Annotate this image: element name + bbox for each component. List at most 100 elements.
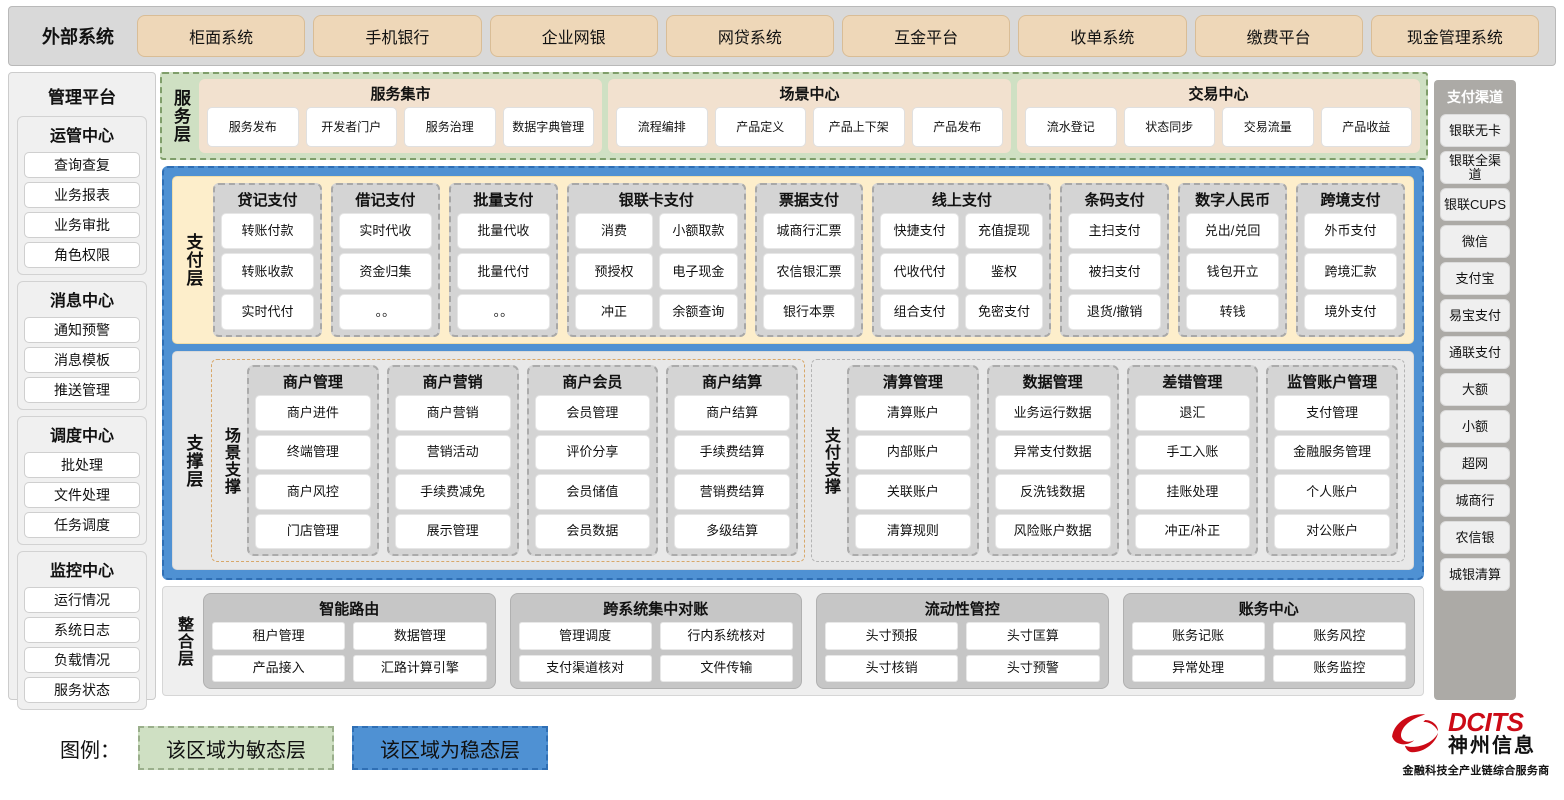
integration-item[interactable]: 头寸核销 (825, 654, 959, 682)
scene-support-item[interactable]: 会员数据 (534, 513, 651, 549)
payment-channel-item[interactable]: 易宝支付 (1440, 299, 1510, 332)
payment-support-item[interactable]: 业务运行数据 (994, 395, 1111, 431)
payment-item[interactable]: 冲正 (574, 293, 654, 330)
scene-support-item[interactable]: 会员储值 (534, 474, 651, 510)
payment-item[interactable]: 免密支付 (964, 293, 1044, 330)
integration-item[interactable]: 租户管理 (212, 622, 346, 650)
payment-item[interactable]: 快捷支付 (880, 213, 959, 250)
payment-item[interactable]: 批量代付 (456, 253, 550, 290)
payment-item[interactable]: 批量代收 (456, 213, 550, 250)
integration-item[interactable]: 账务监控 (1272, 654, 1406, 682)
scene-support-item[interactable]: 多级结算 (674, 513, 790, 549)
payment-channel-item[interactable]: 超网 (1440, 447, 1510, 480)
scene-support-item[interactable]: 营销活动 (394, 434, 511, 470)
management-item[interactable]: 业务报表 (24, 182, 140, 208)
management-item[interactable]: 查询查复 (24, 152, 140, 178)
management-item[interactable]: 系统日志 (24, 617, 140, 643)
management-item[interactable]: 运行情况 (24, 587, 140, 613)
payment-item[interactable]: 电子现金 (659, 253, 738, 290)
management-item[interactable]: 文件处理 (24, 482, 140, 508)
payment-item[interactable]: 实时代付 (221, 293, 314, 330)
integration-item[interactable]: 支付渠道核对 (518, 654, 652, 682)
payment-support-item[interactable]: 对公账户 (1274, 513, 1390, 549)
payment-item[interactable]: 组合支付 (880, 293, 959, 330)
payment-channel-item[interactable]: 城商行 (1440, 484, 1510, 517)
payment-support-item[interactable]: 个人账户 (1274, 474, 1390, 510)
payment-support-item[interactable]: 挂账处理 (1134, 474, 1251, 510)
payment-item[interactable]: 退货/撤销 (1068, 293, 1162, 330)
scene-support-item[interactable]: 会员管理 (534, 395, 651, 431)
payment-support-item[interactable]: 内部账户 (855, 434, 971, 470)
management-item[interactable]: 推送管理 (24, 377, 140, 403)
payment-item[interactable]: 城商行汇票 (762, 213, 856, 250)
payment-item[interactable]: 外币支付 (1304, 213, 1398, 250)
integration-item[interactable]: 账务风控 (1272, 622, 1406, 650)
payment-item[interactable]: 余额查询 (659, 293, 738, 330)
payment-item[interactable]: 充值提现 (964, 213, 1044, 250)
payment-support-item[interactable]: 风险账户数据 (994, 513, 1111, 549)
management-item[interactable]: 任务调度 (24, 512, 140, 538)
payment-item[interactable]: 鉴权 (964, 253, 1044, 290)
payment-support-item[interactable]: 支付管理 (1274, 395, 1390, 431)
integration-item[interactable]: 文件传输 (659, 654, 793, 682)
payment-support-item[interactable]: 退汇 (1134, 395, 1251, 431)
external-system-chip[interactable]: 手机银行 (313, 15, 482, 57)
payment-item[interactable]: 转账付款 (221, 213, 314, 250)
integration-item[interactable]: 头寸匡算 (966, 622, 1100, 650)
scene-support-item[interactable]: 商户结算 (674, 395, 790, 431)
integration-item[interactable]: 管理调度 (518, 622, 652, 650)
management-item[interactable]: 批处理 (24, 452, 140, 478)
payment-item[interactable]: 境外支付 (1304, 293, 1398, 330)
payment-item[interactable]: 转钱 (1186, 293, 1280, 330)
scene-support-item[interactable]: 展示管理 (394, 513, 511, 549)
payment-item[interactable]: 转账收款 (221, 253, 314, 290)
payment-channel-item[interactable]: 银联CUPS (1440, 188, 1510, 221)
payment-item[interactable]: 。。 (456, 293, 550, 330)
integration-item[interactable]: 数据管理 (353, 622, 487, 650)
payment-item[interactable]: 兑出/兑回 (1186, 213, 1280, 250)
management-item[interactable]: 业务审批 (24, 212, 140, 238)
service-item[interactable]: 状态同步 (1123, 107, 1215, 147)
scene-support-item[interactable]: 手续费减免 (394, 474, 511, 510)
payment-item[interactable]: 银行本票 (762, 293, 856, 330)
integration-item[interactable]: 产品接入 (212, 654, 346, 682)
management-item[interactable]: 角色权限 (24, 242, 140, 268)
integration-item[interactable]: 异常处理 (1131, 654, 1265, 682)
payment-support-item[interactable]: 反洗钱数据 (994, 474, 1111, 510)
payment-item[interactable]: 农信银汇票 (762, 253, 856, 290)
scene-support-item[interactable]: 商户营销 (394, 395, 511, 431)
external-system-chip[interactable]: 柜面系统 (137, 15, 306, 57)
service-item[interactable]: 流程编排 (616, 107, 708, 147)
service-item[interactable]: 交易流量 (1222, 107, 1314, 147)
payment-item[interactable]: 。。 (338, 293, 432, 330)
management-item[interactable]: 消息模板 (24, 347, 140, 373)
scene-support-item[interactable]: 商户进件 (255, 395, 371, 431)
service-item[interactable]: 产品发布 (911, 107, 1003, 147)
payment-item[interactable]: 小额取款 (659, 213, 738, 250)
payment-item[interactable]: 资金归集 (338, 253, 432, 290)
payment-support-item[interactable]: 清算规则 (855, 513, 971, 549)
scene-support-item[interactable]: 手续费结算 (674, 434, 790, 470)
external-system-chip[interactable]: 企业网银 (489, 15, 658, 57)
service-item[interactable]: 产品定义 (714, 107, 806, 147)
payment-support-item[interactable]: 金融服务管理 (1274, 434, 1390, 470)
scene-support-item[interactable]: 评价分享 (534, 434, 651, 470)
service-item[interactable]: 产品收益 (1320, 107, 1412, 147)
management-item[interactable]: 通知预警 (24, 317, 140, 343)
service-item[interactable]: 产品上下架 (813, 107, 905, 147)
scene-support-item[interactable]: 营销费结算 (674, 474, 790, 510)
integration-item[interactable]: 行内系统核对 (659, 622, 793, 650)
payment-support-item[interactable]: 清算账户 (855, 395, 971, 431)
scene-support-item[interactable]: 门店管理 (255, 513, 371, 549)
scene-support-item[interactable]: 商户风控 (255, 474, 371, 510)
service-item[interactable]: 开发者门户 (305, 107, 397, 147)
payment-channel-item[interactable]: 支付宝 (1440, 262, 1510, 295)
payment-support-item[interactable]: 手工入账 (1134, 434, 1251, 470)
scene-support-item[interactable]: 终端管理 (255, 434, 371, 470)
payment-channel-item[interactable]: 通联支付 (1440, 336, 1510, 369)
payment-support-item[interactable]: 异常支付数据 (994, 434, 1111, 470)
payment-support-item[interactable]: 关联账户 (855, 474, 971, 510)
payment-channel-item[interactable]: 大额 (1440, 373, 1510, 406)
external-system-chip[interactable]: 网贷系统 (665, 15, 834, 57)
payment-item[interactable]: 预授权 (574, 253, 654, 290)
